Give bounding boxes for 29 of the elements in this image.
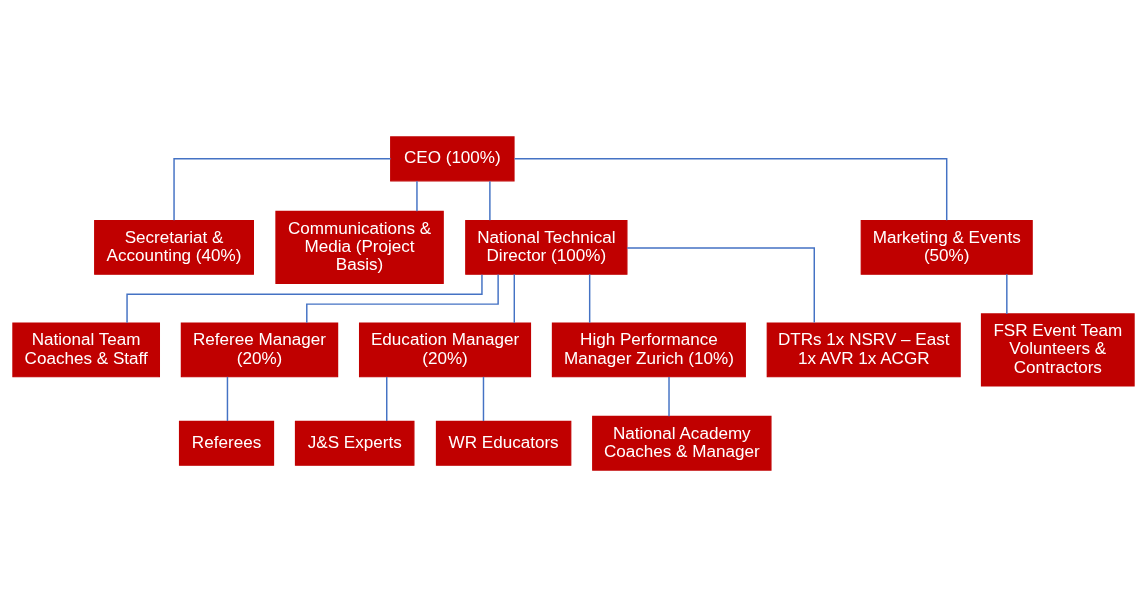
connector — [482, 375, 485, 422]
node-box: Referees — [178, 420, 275, 466]
node-box: J&S Experts — [294, 420, 415, 466]
connector — [126, 273, 483, 323]
connector — [416, 179, 418, 212]
node-box: Referee Manager (20%) — [180, 321, 339, 377]
connector — [226, 375, 229, 422]
node-box: Secretariat & Accounting (40%) — [94, 219, 254, 275]
node-box: Education Manager (20%) — [358, 321, 532, 377]
node-box: WR Educators — [435, 420, 572, 466]
connector — [513, 273, 516, 323]
connector — [588, 273, 591, 323]
connector — [489, 179, 491, 221]
connector — [668, 375, 670, 417]
node-box: National Team Coaches & Staff — [12, 321, 160, 377]
node-box: National Technical Director (100%) — [465, 219, 628, 275]
node-box: DTRs 1x NSRV – East 1x AVR 1x ACGR — [766, 321, 961, 377]
connector — [386, 375, 388, 422]
node-box: CEO (100%) — [390, 135, 515, 181]
node-box: Communications & Media (Project Basis) — [275, 210, 444, 284]
connector — [513, 157, 948, 221]
node-box: Marketing & Events (50%) — [860, 219, 1033, 275]
connector — [173, 157, 392, 221]
node-box: High Performance Manager Zurich (10%) — [551, 321, 746, 377]
node-box: FSR Event Team Volunteers & Contractors — [980, 312, 1135, 386]
node-box: National Academy Coaches & Manager — [592, 415, 772, 471]
connector — [306, 273, 499, 323]
connector — [626, 246, 815, 323]
connector — [1006, 273, 1008, 315]
